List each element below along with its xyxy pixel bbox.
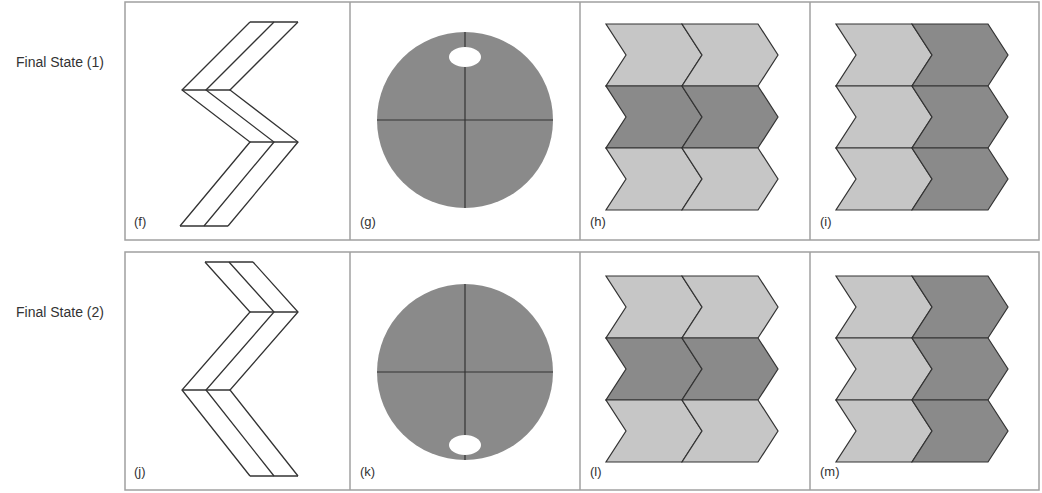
- panel-letter: (g): [360, 214, 376, 229]
- panel-frame: [125, 2, 1039, 490]
- row-label: Final State (2): [14, 304, 106, 321]
- panel-letter: (j): [134, 464, 146, 479]
- row-label: Final State (1): [14, 54, 106, 71]
- chevron-tiles: [606, 24, 1008, 462]
- disc: [377, 32, 553, 460]
- panel-letter: (f): [134, 214, 146, 229]
- panel-letter: (i): [820, 214, 832, 229]
- panel-letter: (h): [590, 214, 606, 229]
- panel-letter: (l): [590, 464, 602, 479]
- panel-letter: (m): [820, 464, 840, 479]
- panel-letter: (k): [360, 464, 375, 479]
- rhombus-chain: [180, 22, 298, 476]
